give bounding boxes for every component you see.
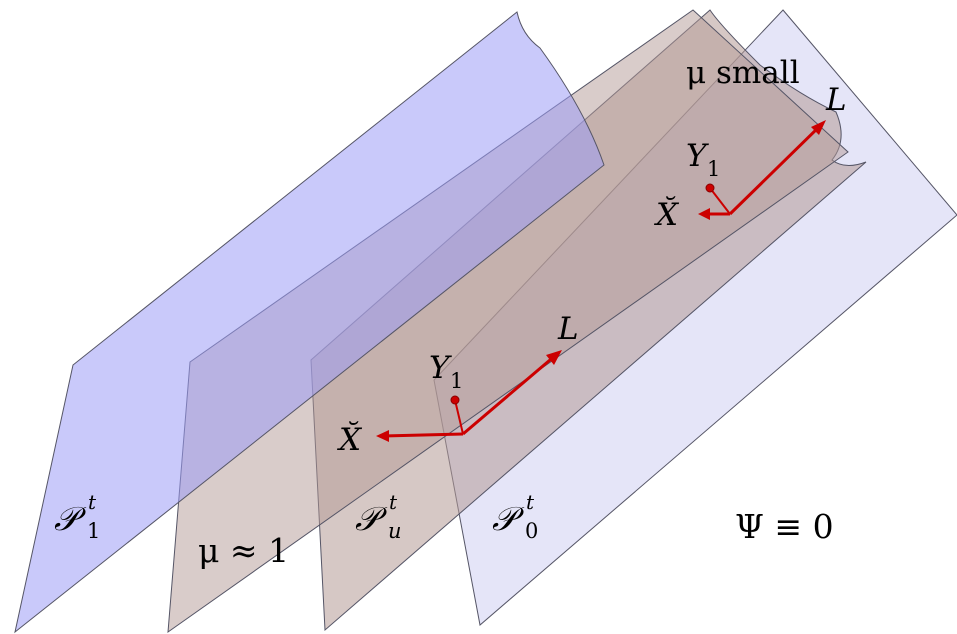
svg-text:u: u [388,519,402,543]
x-check-label: X̆ [654,195,680,233]
svg-text:1: 1 [707,157,720,181]
upper-frame [698,120,826,220]
sheet-p1 [14,11,605,634]
lower-frame [376,350,562,442]
arrowhead [546,350,562,365]
arrowhead [811,120,826,135]
l-label: L [825,82,847,118]
svg-text:t: t [526,490,535,514]
svg-text:t: t [88,490,97,514]
arrow-shaft [709,187,731,215]
svg-text:Y: Y [686,138,709,174]
svg-text:0: 0 [525,519,538,543]
svg-text:1: 1 [450,369,463,393]
y1-point [450,395,460,405]
y1-label: Y 1 [429,350,463,393]
arrowhead [698,208,710,220]
arrow-shaft [382,432,464,438]
arrow-shaft [454,399,464,435]
y1-point [705,183,715,193]
svg-text:Y: Y [429,350,452,386]
mu-approx-one-label: μ ≈ 1 [198,531,289,570]
svg-text:1: 1 [87,519,100,543]
arrow-shaft [462,352,558,436]
svg-text:t: t [389,490,398,514]
y1-label: Y 1 [686,138,720,181]
psi-label: Ψ ≡ 0 [735,507,834,546]
arrow-shaft [728,122,824,216]
x-check-label: X̆ [337,420,363,458]
l-label: L [557,311,579,347]
mu-small-label: μ small [686,55,800,91]
arrowhead [376,430,389,442]
